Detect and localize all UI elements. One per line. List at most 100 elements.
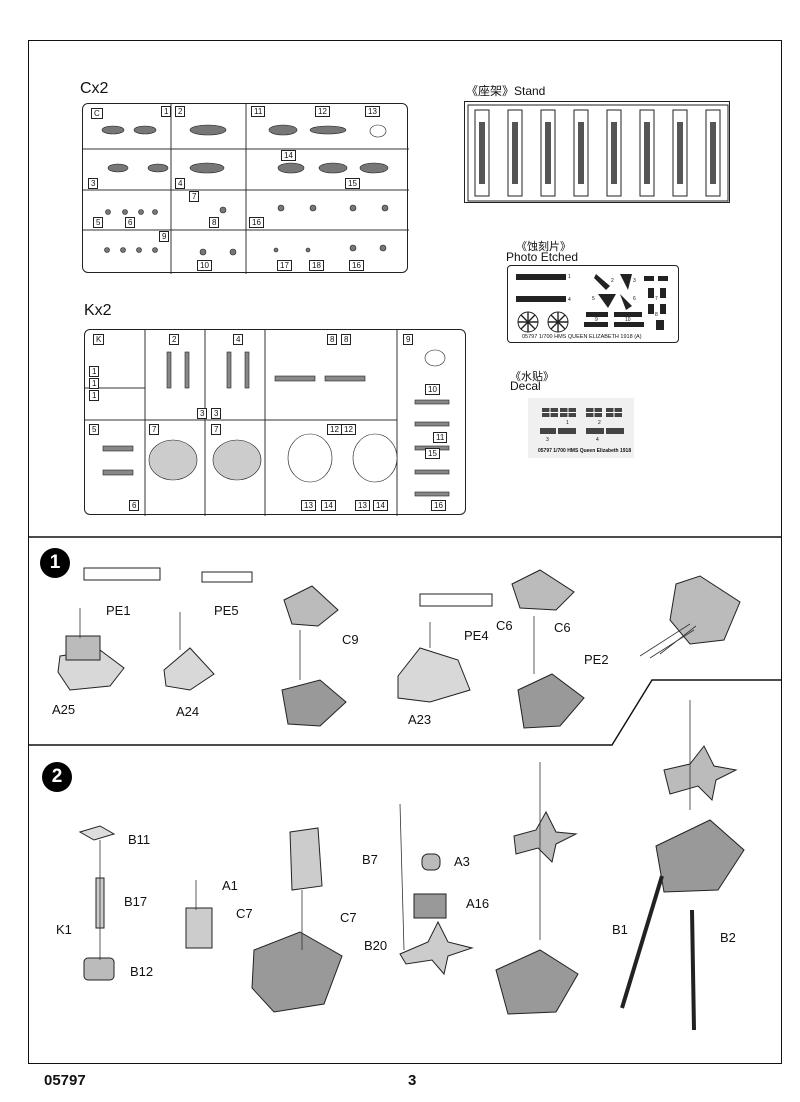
part-number: 16 [249, 217, 264, 228]
part-number: 8 [341, 334, 352, 345]
sprue-letter: K [93, 334, 105, 345]
part-number: 4 [175, 178, 186, 189]
part-number: 17 [277, 260, 292, 271]
callout-a1: A1 [222, 878, 238, 893]
pe-number: 3 [633, 278, 636, 284]
photo-etched-parts [516, 274, 668, 333]
callout-c9: C9 [342, 632, 359, 647]
decal-number: 3 [546, 437, 549, 443]
callout-c6-left: C6 [496, 618, 513, 633]
part-number: 11 [251, 106, 266, 117]
pe-number: 2 [611, 278, 614, 284]
part-number: 11 [433, 432, 448, 443]
part-number: 3 [211, 408, 222, 419]
pe-number: 1 [568, 274, 571, 280]
part-number: 8 [209, 217, 220, 228]
callout-k1: K1 [56, 922, 72, 937]
callout-a25: A25 [52, 702, 76, 717]
pe-number: 5 [592, 296, 595, 302]
decal-caption: 05797 1/700 HMS Queen Elizabeth 1918 [538, 448, 632, 454]
callout-a16: A16 [466, 896, 490, 911]
callout-a24: A24 [176, 704, 200, 719]
part-number: 9 [159, 231, 170, 242]
step-2-badge: 2 [42, 762, 72, 792]
photo-etched-title: Photo Etched [506, 250, 579, 264]
decal-number: 1 [566, 420, 569, 426]
part-number: 7 [149, 424, 160, 435]
sprue-k-frame-lines [85, 330, 450, 516]
part-number: 10 [425, 384, 440, 395]
part-number: 2 [175, 106, 186, 117]
callout-b7: B7 [362, 852, 378, 867]
part-number: 8 [327, 334, 338, 345]
callout-c7-right: C7 [340, 910, 357, 925]
page-frame [28, 40, 782, 1064]
part-number: 7 [189, 191, 200, 202]
pe-number: 9 [595, 317, 598, 323]
part-number: 15 [425, 448, 440, 459]
part-number: 10 [197, 260, 212, 271]
part-number: 4 [233, 334, 244, 345]
part-number: 6 [125, 217, 136, 228]
part-number: 3 [197, 408, 208, 419]
callout-b2: B2 [720, 930, 736, 945]
part-number: 13 [355, 500, 370, 511]
part-number: 14 [321, 500, 336, 511]
part-number: 5 [93, 217, 104, 228]
step-1-badge: 1 [40, 548, 70, 578]
decal-number: 4 [596, 437, 599, 443]
part-number: 14 [373, 500, 388, 511]
part-number: 12 [315, 106, 330, 117]
pe-number: 4 [568, 297, 571, 303]
part-number: 5 [89, 424, 100, 435]
pe-number: 10 [625, 317, 631, 323]
step-2-illustration [78, 700, 745, 1031]
sprue-k-title: Kx2 [84, 302, 112, 319]
callout-b11: B11 [128, 832, 151, 847]
stand-title: 《座架》Stand [466, 84, 546, 98]
callout-a3: A3 [454, 854, 470, 869]
part-number: 16 [349, 260, 364, 271]
part-number: 2 [169, 334, 180, 345]
callout-b1: B1 [612, 922, 628, 937]
part-number: 13 [301, 500, 316, 511]
part-number: 3 [88, 178, 99, 189]
decal-number: 2 [598, 420, 601, 426]
part-number: 6 [129, 500, 140, 511]
decal-flags [540, 408, 624, 434]
part-number: 14 [281, 150, 296, 161]
callout-b12: B12 [130, 964, 154, 979]
part-number: 1 [161, 106, 172, 117]
photo-etched-title-cn: 《蚀刻片》 [516, 241, 571, 253]
decal-sheet: 1 2 3 4 05797 1/700 HMS Queen Elizabeth … [528, 398, 634, 458]
pe-number: 7 [655, 296, 658, 302]
decal-title: Decal [510, 379, 541, 393]
callout-pe1: PE1 [106, 603, 131, 618]
callout-a23: A23 [408, 712, 432, 727]
part-number: 1 [89, 378, 100, 389]
sprue-k: K 1 1 1 2 3 4 3 8 8 9 10 11 15 12 12 13 … [84, 329, 466, 516]
stand-slots [467, 104, 729, 202]
part-number: 13 [365, 106, 380, 117]
product-code: 05797 [44, 1072, 86, 1089]
callout-pe2: PE2 [584, 652, 609, 667]
callout-b17: B17 [124, 894, 148, 909]
callout-b20: B20 [364, 938, 388, 953]
callout-c6-right: C6 [554, 620, 571, 635]
part-number: 1 [89, 390, 100, 401]
photo-etched-fret: 1 2 3 4 5 6 7 8 9 10 05797 1/700 HMS QUE… [507, 265, 679, 343]
stand-parts [464, 101, 730, 203]
sprue-c-title: Cx2 [80, 80, 109, 97]
photo-etched-caption: 05797 1/700 HMS QUEEN ELIZABETH 1918 (A) [522, 334, 642, 340]
part-number: 16 [431, 500, 446, 511]
part-number: 12 [341, 424, 356, 435]
sprue-c-frame-lines [83, 104, 409, 274]
part-number: 7 [211, 424, 222, 435]
part-number: 15 [345, 178, 360, 189]
part-number: 1 [89, 366, 100, 377]
pe-number: 8 [655, 312, 658, 318]
callout-pe4: PE4 [464, 628, 489, 643]
part-number: 18 [309, 260, 324, 271]
pe-number: 6 [633, 296, 636, 302]
